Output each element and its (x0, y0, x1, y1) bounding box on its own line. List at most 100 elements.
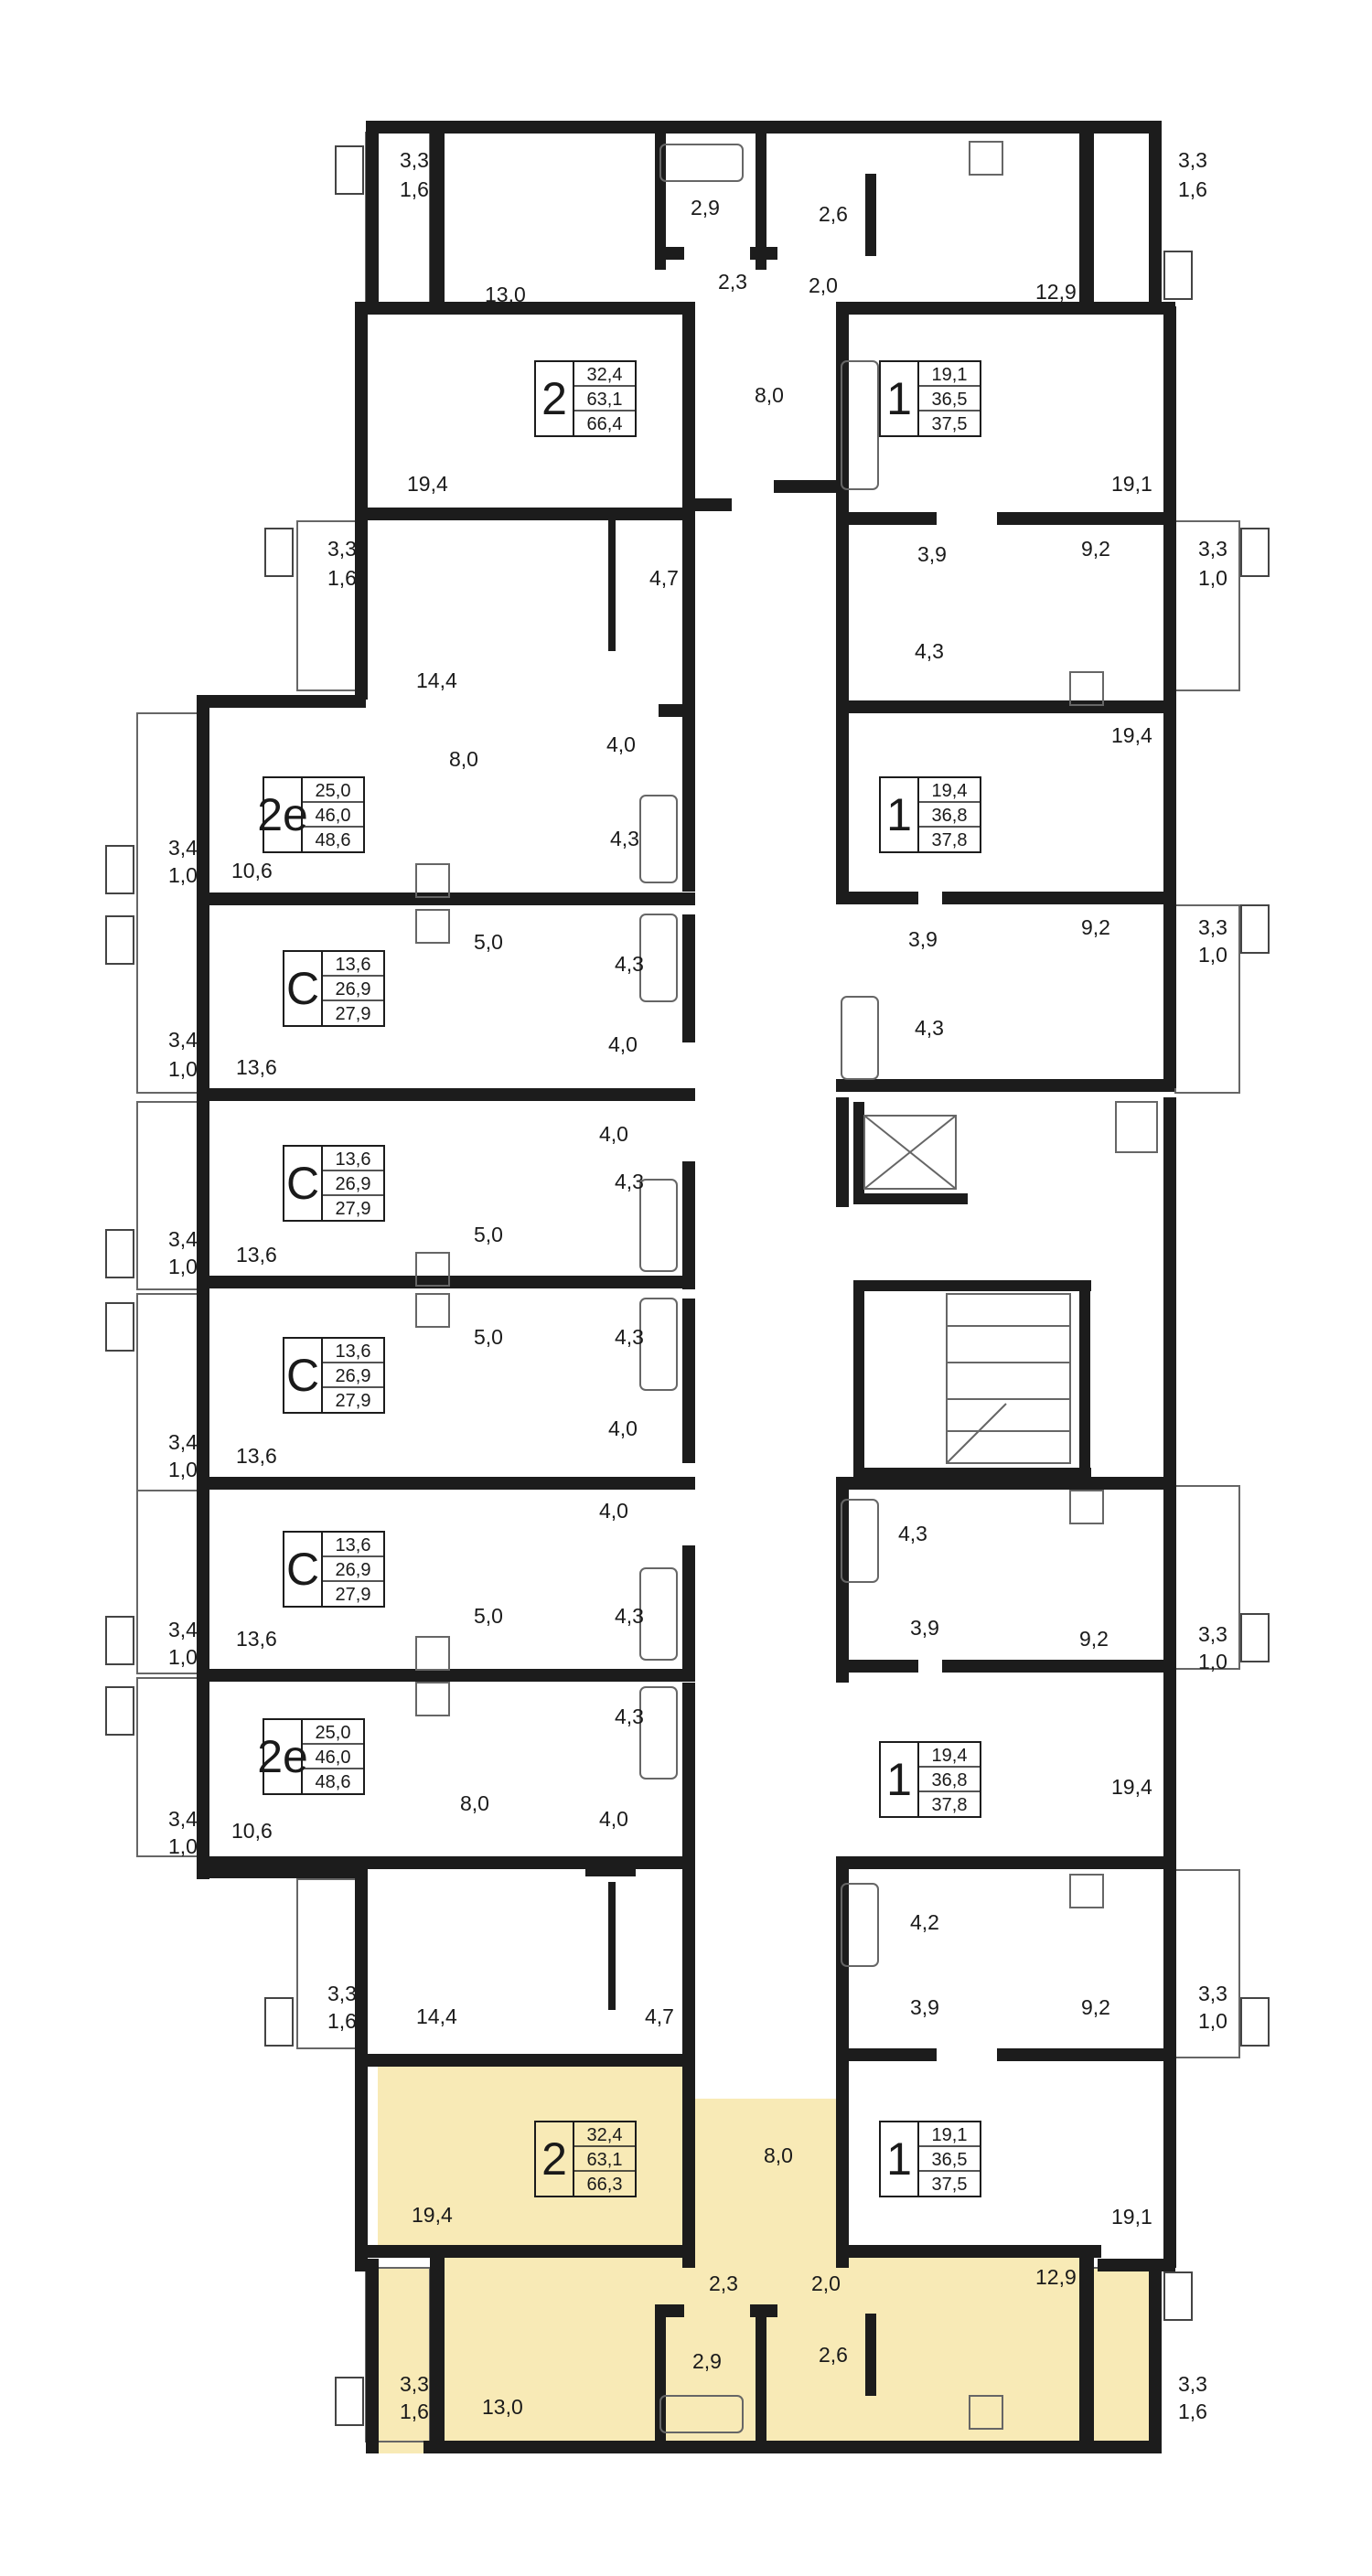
room-area-label: 3,3 (400, 148, 429, 172)
apartment-area-gross: 27,9 (336, 1391, 371, 1411)
room-area-label: 19,1 (1111, 2205, 1152, 2229)
apartment-area-total: 26,9 (336, 1174, 371, 1194)
room-area-label: 1,0 (168, 863, 198, 887)
apartment-apt-1-top: 1 19,1 36,5 37,5 (879, 360, 981, 437)
room-area-label: 1,0 (1198, 566, 1227, 590)
room-area-label: 4,3 (615, 1170, 644, 1193)
room-area-label: 19,4 (407, 472, 448, 496)
room-area-label: 3,3 (1178, 148, 1207, 172)
apartment-area-total: 46,0 (316, 806, 351, 826)
room-area-label: 3,3 (1198, 1622, 1227, 1646)
room-area-label: 2,3 (709, 2271, 738, 2295)
room-area-label: 3,9 (910, 1995, 939, 2019)
room-area-labels: 3,3 1,6 13,0 2,9 2,6 2,3 2,0 12,9 3,3 1,6 8,0 19,4 1… (168, 148, 1227, 2423)
room-area-label: 4,3 (610, 827, 639, 850)
room-area-label: 5,0 (474, 1604, 503, 1628)
apartment-area-total: 46,0 (316, 1748, 351, 1768)
room-area-label: 2,6 (819, 202, 848, 226)
room-area-label: 1,6 (400, 177, 429, 201)
apartment-area-gross: 66,4 (587, 414, 623, 434)
apartment-area-gross: 27,9 (336, 1199, 371, 1219)
apartment-area-total: 26,9 (336, 979, 371, 999)
room-area-label: 13,0 (482, 2395, 523, 2419)
apartment-area-gross: 48,6 (316, 1772, 351, 1792)
room-area-label: 4,0 (599, 1499, 628, 1523)
room-area-label: 1,6 (400, 2400, 429, 2423)
room-area-label: 14,4 (416, 2004, 457, 2028)
room-area-label: 13,0 (485, 283, 526, 306)
room-area-label: 13,6 (236, 1627, 277, 1651)
room-area-label: 1,6 (1178, 177, 1207, 201)
room-area-label: 3,9 (910, 1616, 939, 1640)
apartment-area-gross: 37,5 (932, 414, 968, 434)
apartment-type: 2e (257, 1731, 308, 1782)
apartment-type: C (286, 1350, 319, 1401)
apartment-area-gross: 37,8 (932, 830, 968, 850)
room-area-label: 3,3 (400, 2372, 429, 2396)
walls (197, 121, 1176, 2453)
room-area-label: 19,4 (1111, 1775, 1152, 1799)
apartment-area-living: 13,6 (336, 1341, 371, 1362)
room-area-label: 3,3 (1198, 1982, 1227, 2005)
room-area-label: 4,3 (915, 639, 944, 663)
room-area-label: 1,0 (168, 1057, 198, 1081)
room-area-label: 2,9 (692, 2349, 722, 2373)
apartment-type: 1 (886, 1754, 912, 1805)
room-area-label: 3,4 (168, 1028, 198, 1052)
apartment-type: 2 (541, 373, 567, 424)
apartment-area-total: 63,1 (587, 2150, 623, 2170)
room-area-label: 10,6 (231, 859, 273, 882)
apartment-area-total: 26,9 (336, 1560, 371, 1580)
apartment-area-gross: 66,3 (587, 2175, 623, 2195)
apartment-area-total: 63,1 (587, 390, 623, 410)
apartment-area-living: 13,6 (336, 1149, 371, 1170)
room-area-label: 4,7 (645, 2004, 674, 2028)
apartment-area-total: 36,5 (932, 390, 968, 410)
room-area-label: 19,4 (412, 2203, 453, 2227)
room-area-label: 4,0 (599, 1807, 628, 1831)
room-area-label: 2,0 (809, 273, 838, 297)
room-area-label: 2,6 (819, 2343, 848, 2367)
apartment-apt-2-top: 2 32,4 63,1 66,4 (534, 360, 637, 437)
room-area-label: 3,4 (168, 1618, 198, 1641)
room-area-label: 4,3 (615, 1705, 644, 1728)
apartment-type: 2 (541, 2133, 567, 2185)
room-area-label: 9,2 (1081, 1995, 1110, 2019)
room-area-label: 1,0 (1198, 943, 1227, 967)
apartment-area-living: 13,6 (336, 955, 371, 975)
room-area-label: 3,9 (917, 542, 947, 566)
room-area-label: 13,6 (236, 1444, 277, 1468)
apartment-area-gross: 37,5 (932, 2175, 968, 2195)
room-area-label: 8,0 (755, 383, 784, 407)
fixtures (415, 141, 1158, 2433)
room-area-label: 3,3 (327, 537, 357, 561)
room-area-label: 2,3 (718, 270, 747, 294)
room-area-label: 3,4 (168, 1430, 198, 1454)
room-area-label: 3,3 (327, 1982, 357, 2005)
room-area-label: 12,9 (1035, 280, 1077, 304)
apartment-area-living: 13,6 (336, 1535, 371, 1555)
apartment-type: 1 (886, 789, 912, 840)
room-area-label: 1,6 (327, 566, 357, 590)
apartment-type: 2e (257, 789, 308, 840)
apartment-area-living: 19,1 (932, 365, 968, 385)
room-area-label: 1,0 (168, 1645, 198, 1669)
room-area-label: 4,3 (615, 952, 644, 976)
apartment-area-gross: 27,9 (336, 1585, 371, 1605)
apartment-area-living: 32,4 (587, 2125, 623, 2145)
apartment-area-living: 32,4 (587, 365, 623, 385)
room-area-label: 1,0 (1198, 2009, 1227, 2033)
apartment-area-gross: 27,9 (336, 1004, 371, 1024)
room-area-label: 10,6 (231, 1819, 273, 1843)
room-area-label: 5,0 (474, 1223, 503, 1246)
room-area-label: 3,3 (1198, 537, 1227, 561)
room-area-label: 4,3 (898, 1522, 927, 1545)
apartment-type: 1 (886, 373, 912, 424)
